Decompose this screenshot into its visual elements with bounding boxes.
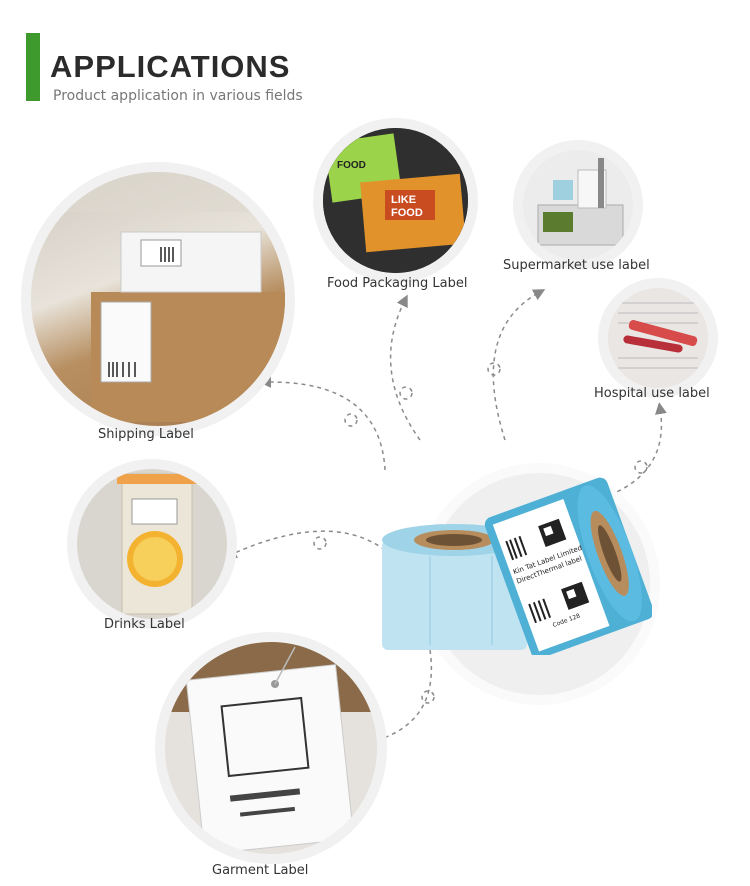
- arrow-to-shipping: [259, 375, 386, 471]
- scale-illustration: [537, 158, 624, 246]
- garment-image: [155, 632, 387, 864]
- arrow-node: [313, 536, 327, 550]
- page-subtitle: Product application in various fields: [53, 88, 303, 104]
- drink-illustration: [117, 473, 197, 615]
- page-title: APPLICATIONS: [50, 49, 291, 84]
- arrow-node: [487, 362, 501, 376]
- shipping-box-illustration: [31, 172, 285, 422]
- svg-text:LIKE: LIKE: [391, 194, 416, 206]
- label-roll-front: Kin Tat Label Limited DirectThermal labe…: [484, 477, 652, 655]
- label-rolls: Kin Tat Label Limited DirectThermal labe…: [382, 477, 652, 655]
- svg-text:FOOD: FOOD: [337, 160, 366, 171]
- shipping-label-caption: Shipping Label: [98, 427, 194, 442]
- arrow-node: [399, 386, 413, 400]
- header-accent-bar: [26, 33, 40, 101]
- garment-caption: Garment Label: [212, 863, 309, 878]
- drinks-caption: Drinks Label: [104, 617, 185, 632]
- hang-tag-illustration: [165, 642, 377, 854]
- label-roll-back: [382, 524, 527, 650]
- arrow-node: [344, 413, 358, 427]
- arrow-node: [421, 690, 435, 704]
- svg-text:FOOD: FOOD: [391, 207, 423, 219]
- arrow-to-hospital: [609, 402, 667, 496]
- arrow-to-supermarket: [492, 289, 546, 441]
- food-box-illustration: LIKE FOOD FOOD: [323, 128, 468, 273]
- arrow-node: [634, 460, 648, 474]
- arrow-to-drinks: [224, 530, 386, 559]
- supermarket-caption: Supermarket use label: [503, 258, 650, 273]
- food-packaging-image: LIKE FOOD FOOD: [313, 118, 478, 283]
- arrow-to-garment: [372, 649, 433, 744]
- arrow-to-food: [389, 294, 421, 441]
- test-tube-illustration: [618, 302, 698, 369]
- supermarket-image: [513, 140, 643, 270]
- hospital-image: [598, 278, 718, 398]
- shipping-label-image: [21, 162, 295, 436]
- hospital-caption: Hospital use label: [594, 386, 710, 401]
- drinks-image: [67, 459, 237, 629]
- food-packaging-caption: Food Packaging Label: [327, 276, 468, 291]
